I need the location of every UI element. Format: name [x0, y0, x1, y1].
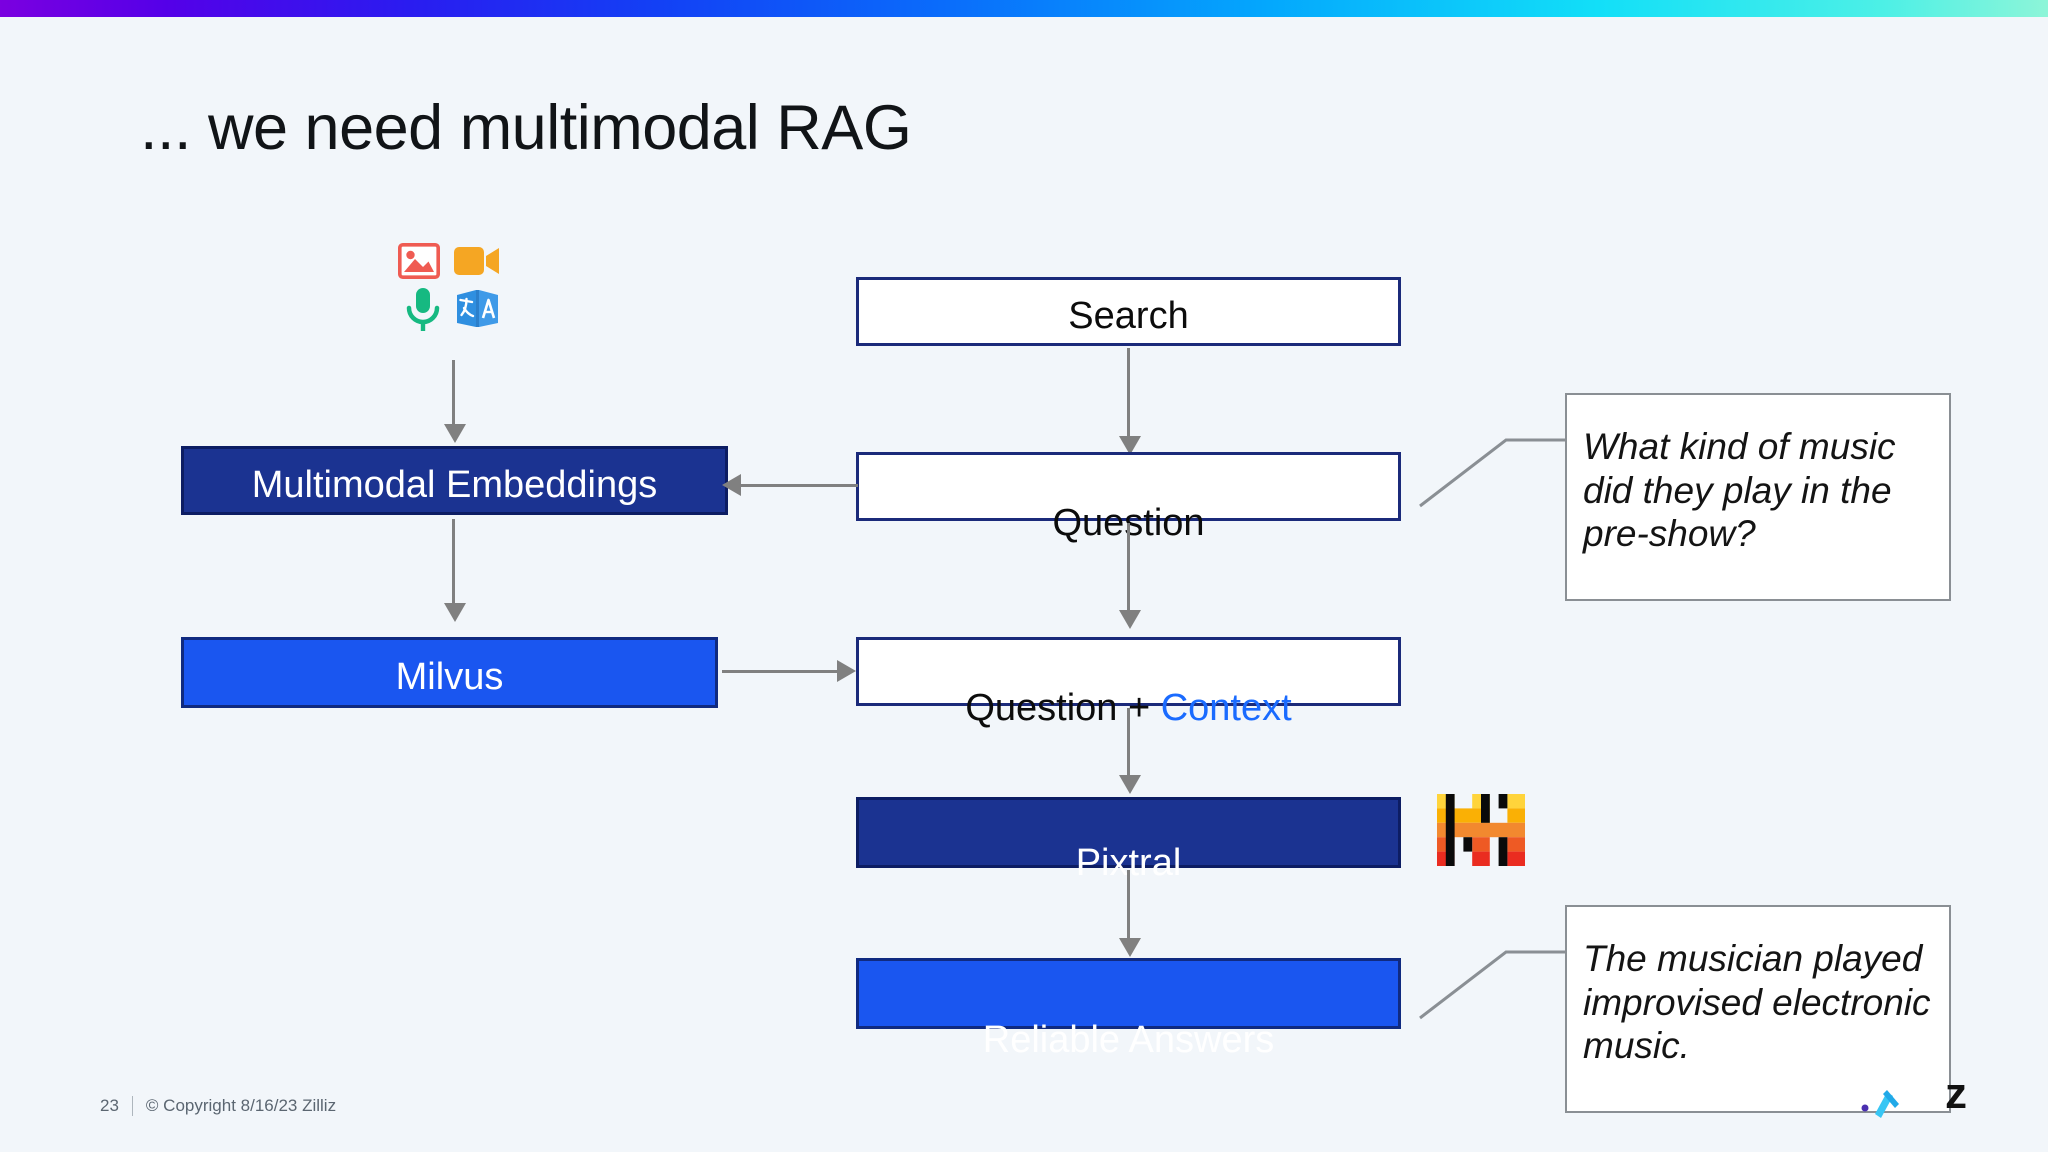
video-icon: [454, 245, 500, 282]
flow-box-question[interactable]: Question: [856, 452, 1401, 542]
flow-box-label: Milvus: [395, 656, 504, 698]
question-callout[interactable]: What kind of music did they play in the …: [1565, 393, 1951, 601]
callout-text: What kind of music did they play in the …: [1583, 426, 1896, 555]
input-modality-icons: [397, 242, 508, 336]
translate-icon: [455, 287, 501, 336]
label-context-part: Context: [1160, 687, 1292, 729]
top-accent-bar: [0, 0, 2048, 17]
flow-box-label: Multimodal Embeddings: [251, 464, 658, 506]
flow-box-label: Question + Context: [859, 689, 1398, 727]
label-question-part: Question +: [965, 687, 1161, 729]
flow-box-pixtral[interactable]: Pixtral: [856, 797, 1401, 882]
flow-box-search[interactable]: Search: [856, 277, 1401, 346]
answer-callout[interactable]: The musician played improvised electroni…: [1565, 905, 1951, 1113]
flow-box-label: Reliable Answers: [982, 1019, 1275, 1061]
flow-box-reliable-answers[interactable]: Reliable Answers: [856, 958, 1401, 1059]
image-icon: [397, 242, 441, 284]
microphone-icon: [404, 287, 442, 338]
flow-box-question-plus-context[interactable]: Question + Context: [856, 637, 1401, 727]
flow-box-label: Search: [1068, 295, 1189, 337]
mistral-logo: [1437, 794, 1525, 866]
page-number: 23: [100, 1096, 119, 1115]
zilliz-logo-mark: [1855, 1060, 2025, 1120]
copyright-text: © Copyright 8/16/23 Zilliz: [145, 1096, 337, 1115]
flow-box-multimodal-embeddings[interactable]: Multimodal Embeddings: [181, 446, 728, 515]
footer-divider: [131, 1096, 133, 1116]
callout-text: The musician played improvised electroni…: [1583, 938, 1931, 1067]
page-title: ... we need multimodal RAG: [140, 93, 912, 163]
flow-box-milvus[interactable]: Milvus: [181, 637, 718, 708]
footer: 23 © Copyright 8/16/23 Zilliz: [100, 1096, 336, 1116]
zilliz-wordmark: z: [1945, 1069, 1967, 1118]
